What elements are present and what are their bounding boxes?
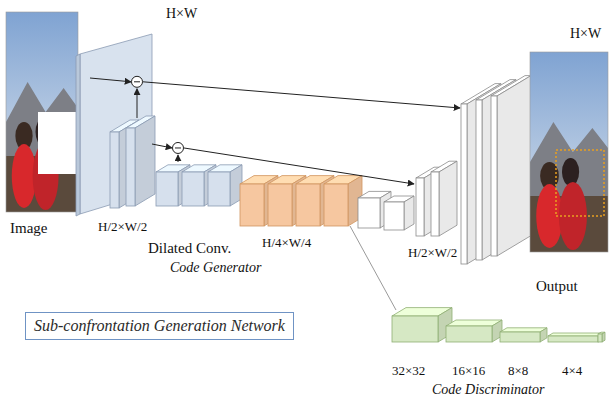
- dimension-label: H/4×W/4: [262, 236, 311, 251]
- decoder-block: [384, 196, 414, 230]
- skip-arrow: [184, 148, 414, 184]
- discriminator-block: [548, 333, 603, 342]
- dimension-label: Code Generator: [170, 260, 261, 276]
- skip-arrow: [152, 144, 172, 148]
- dimension-label: Output: [536, 278, 578, 295]
- encoder-block: [208, 165, 242, 206]
- skip-arrow: [90, 78, 131, 82]
- dimension-label: 16×16: [452, 364, 485, 379]
- network-name: Sub-confrontation Generation Network: [34, 317, 285, 335]
- dimension-label: 32×32: [392, 364, 425, 379]
- discriminator-block: [446, 320, 502, 342]
- decoder-layer: [416, 167, 442, 236]
- dimension-label: Image: [10, 220, 47, 237]
- dimension-label: H×W: [570, 26, 601, 42]
- discriminator-block: [598, 332, 605, 342]
- dimension-label: 8×8: [508, 364, 528, 379]
- output-image: [530, 52, 608, 252]
- subtract-sign: [134, 81, 140, 82]
- dilated-conv-block: [324, 176, 362, 226]
- masked-region: [38, 112, 78, 174]
- decoder-layer: [431, 161, 457, 236]
- leader-line: [350, 226, 396, 310]
- output-layer: [461, 84, 501, 264]
- dimension-label: H/2×W/2: [98, 220, 147, 235]
- dimension-label: Dilated Conv.: [148, 240, 231, 257]
- subtract-arrow: [137, 89, 138, 118]
- subtract-symbol: [132, 76, 143, 87]
- inpainted-region: [556, 150, 604, 216]
- subtract-arrow: [178, 155, 179, 162]
- output-layer: [491, 76, 531, 256]
- dimension-label: H×W: [166, 6, 197, 22]
- encoder-layer: [110, 120, 139, 208]
- skip-arrow: [143, 82, 460, 108]
- encoder-layer: [126, 116, 155, 206]
- dimension-label: 4×4: [562, 364, 582, 379]
- discriminator-block: [392, 308, 452, 342]
- subtract-sign: [175, 147, 181, 148]
- subtract-symbol: [173, 142, 184, 153]
- input-image: [6, 12, 78, 212]
- feature-panel-edge: [76, 54, 80, 216]
- title-box: Sub-confrontation Generation Network: [25, 312, 294, 340]
- dimension-label: Code Discriminator: [432, 382, 544, 398]
- dimension-label: H/2×W/2: [408, 246, 457, 261]
- discriminator-block: [500, 328, 547, 342]
